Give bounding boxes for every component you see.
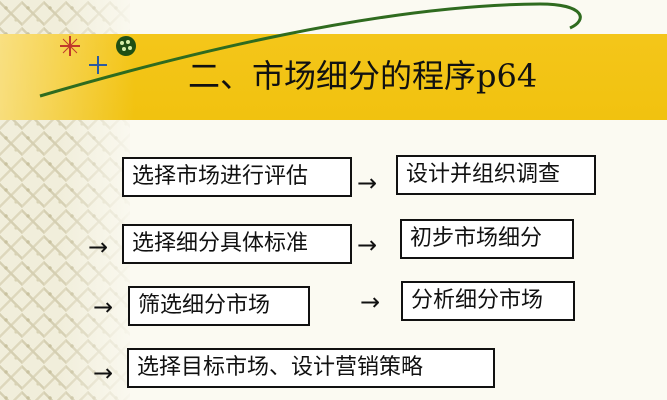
step-initial-segmentation-box: 初步市场细分 — [400, 219, 574, 259]
flow-arrow: → — [357, 168, 377, 198]
flow-arrow: → — [93, 358, 113, 388]
step-analyze-segments-box: 分析细分市场 — [401, 281, 575, 321]
green-ball-icon — [116, 36, 136, 56]
page-title: 二、市场细分的程序p64 — [188, 52, 537, 100]
flow-arrow: → — [88, 232, 108, 262]
step-target-market-box: 选择目标市场、设计营销策略 — [127, 348, 495, 388]
blue-sparkle-icon — [89, 56, 107, 74]
step-design-survey-box: 设计并组织调查 — [396, 155, 596, 195]
step-screen-segments-box: 筛选细分市场 — [128, 286, 310, 326]
step-select-criteria-box: 选择细分具体标准 — [122, 224, 352, 264]
red-sparkle-icon — [60, 36, 80, 56]
flow-arrow: → — [93, 292, 113, 322]
flow-arrow: → — [360, 287, 380, 317]
step-select-market-box: 选择市场进行评估 — [122, 157, 352, 197]
flow-arrow: → — [357, 230, 377, 260]
